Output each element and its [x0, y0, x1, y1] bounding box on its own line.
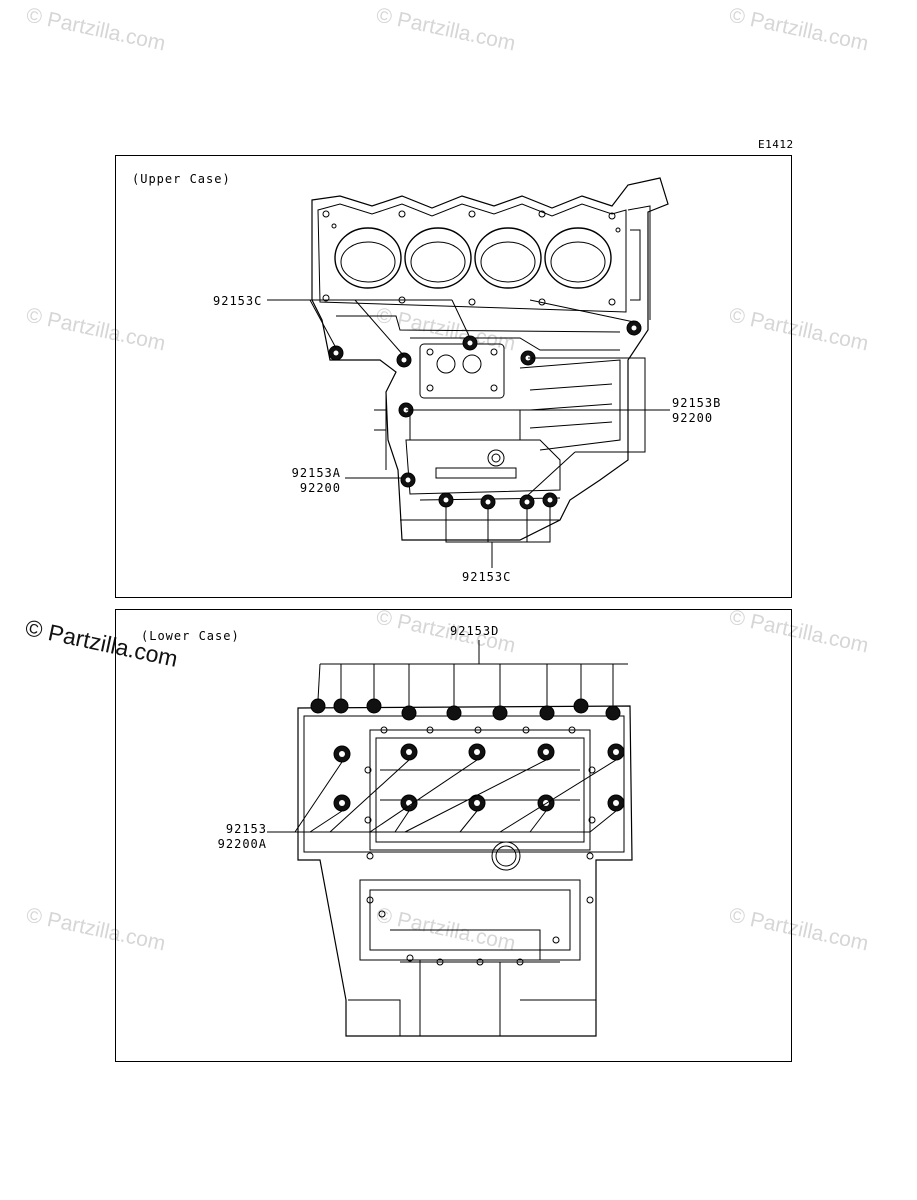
callout-92153[interactable]: 92153 92200A — [211, 822, 267, 852]
callout-92153A[interactable]: 92153A 92200 — [285, 466, 341, 496]
callout-part-number: 92153B — [672, 396, 722, 410]
callout-92153B[interactable]: 92153B 92200 — [672, 396, 721, 426]
lower-case-holes — [364, 726, 596, 966]
upper-leader-lines — [267, 299, 670, 568]
callout-part-number: 92200 — [299, 481, 341, 495]
callout-part-number: 92200A — [217, 837, 267, 851]
callout-part-number: 92153 — [225, 822, 267, 836]
callout-92153C-top[interactable]: 92153C — [213, 294, 263, 308]
callout-part-number: 92153A — [291, 466, 341, 480]
upper-case-panel — [115, 155, 792, 598]
upper-case-title: (Upper Case) — [132, 172, 231, 186]
lower-case-panel — [115, 609, 792, 1062]
diagram-reference: E1412 — [758, 138, 794, 151]
upper-case-bolts — [328, 320, 642, 510]
lower-case-title: (Lower Case) — [141, 629, 240, 643]
cylinder-bores — [334, 227, 612, 289]
upper-crankcase-drawing — [311, 177, 669, 541]
lower-leader-lines — [267, 640, 628, 833]
callout-part-number: 92200 — [672, 411, 714, 425]
callout-92153D[interactable]: 92153D — [450, 624, 500, 638]
callout-92153C-bottom[interactable]: 92153C — [462, 570, 512, 584]
